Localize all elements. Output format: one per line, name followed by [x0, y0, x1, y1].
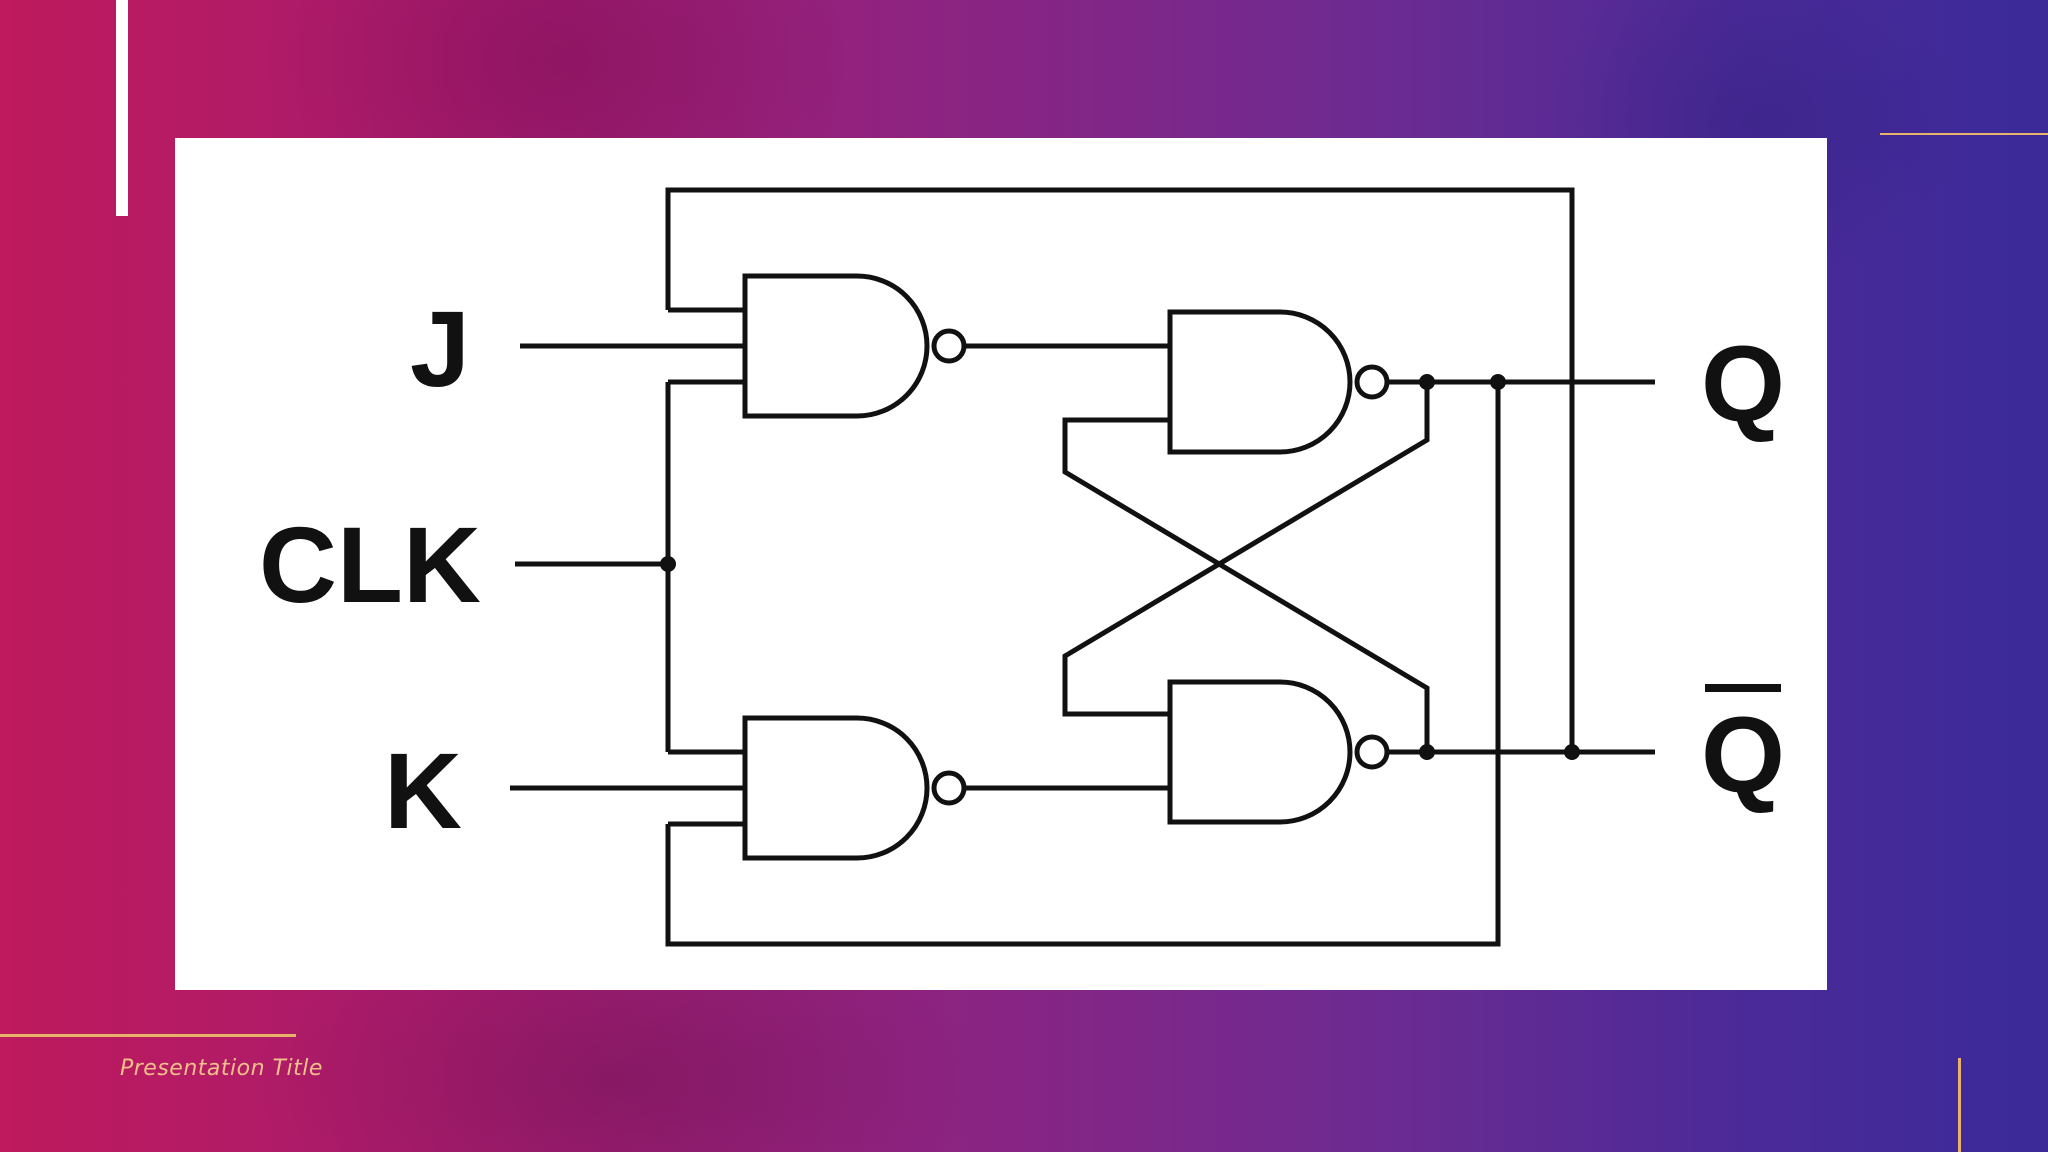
nand-gate-4-bubble	[1354, 734, 1390, 770]
accent-line-bottom-left	[0, 1034, 296, 1037]
nand-gate-3	[1167, 309, 1353, 455]
junction-q-cross	[1419, 374, 1435, 390]
accent-bar-left	[116, 0, 128, 216]
nand-gate-2	[742, 715, 930, 861]
nand-gate-2-bubble	[931, 770, 967, 806]
junction-qbar-feedback	[1564, 744, 1580, 760]
circuit-svg: J CLK K Q Q	[259, 187, 1785, 947]
accent-line-bottom-right	[1958, 1058, 1961, 1152]
nand-gate-1	[742, 273, 930, 419]
label-q-bar: Q	[1701, 694, 1785, 815]
nand-gate-1-bubble	[931, 328, 967, 364]
nand-gate-4	[1167, 679, 1353, 825]
label-k: K	[384, 730, 462, 851]
cross-wire-qbar-to-gate3	[1062, 417, 1430, 752]
bottom-feedback-wire	[665, 382, 1501, 947]
footer-presentation-title: Presentation Title	[120, 1056, 323, 1081]
junction-qbar-cross	[1419, 744, 1435, 760]
junction-q-feedback	[1490, 374, 1506, 390]
label-clk: CLK	[259, 504, 481, 625]
accent-line-top-right	[1880, 133, 2048, 135]
q-bar-overline	[1705, 684, 1781, 692]
jk-flip-flop-diagram: J CLK K Q Q	[175, 138, 1827, 990]
label-j: J	[410, 288, 470, 409]
cross-wire-q-to-gate4	[1062, 382, 1430, 717]
nand-gate-3-bubble	[1354, 364, 1390, 400]
label-q: Q	[1701, 323, 1785, 444]
top-feedback-wire	[665, 187, 1575, 752]
junction-clk	[660, 556, 676, 572]
